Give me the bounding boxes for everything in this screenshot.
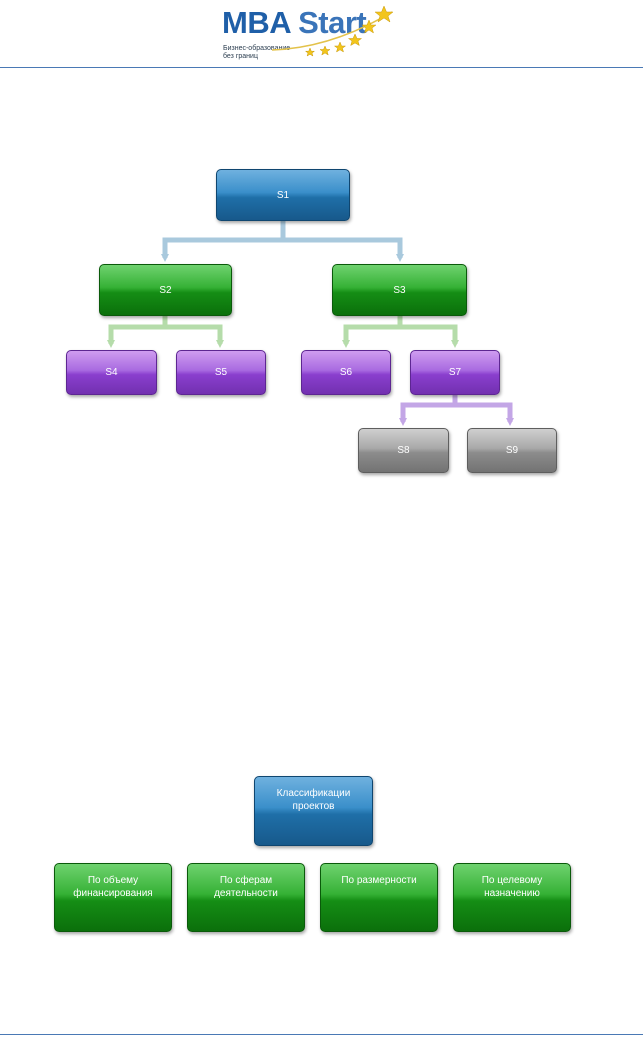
footer-divider	[0, 1034, 643, 1035]
classification-child-node: По сферам деятельности	[187, 863, 305, 932]
connector-s7-s8	[399, 394, 458, 426]
page-header: MBA Start Бизнес-образование без границ	[0, 0, 643, 68]
connector-s1-s3	[283, 237, 404, 262]
connector-s7-s9	[455, 402, 514, 426]
classification-child-node: По целевому назначению	[453, 863, 571, 932]
connector-s2-s5	[165, 324, 224, 348]
node-s8-label: S8	[397, 445, 410, 456]
node-s9: S9	[467, 428, 557, 473]
node-s1-label: S1	[276, 189, 290, 201]
node-s4-label: S4	[105, 367, 118, 378]
mba-start-logo: MBA Start Бизнес-образование без границ	[222, 4, 402, 62]
connector-s2-s4	[107, 315, 168, 348]
classification-root-node: Классификации проектов	[254, 776, 373, 846]
connector-s3-s7	[400, 324, 459, 348]
node-s7-label: S7	[448, 367, 462, 378]
node-s3: S3	[332, 264, 467, 316]
node-s5: S5	[176, 350, 266, 395]
logo-tagline-line-1: Бизнес-образование	[223, 45, 291, 52]
node-s2: S2	[99, 264, 232, 316]
classification-root-label: Классификации проектов	[276, 788, 351, 812]
classification-child-label: По сферам деятельности	[214, 875, 278, 899]
logo-stars-icon	[271, 5, 394, 57]
header-divider	[0, 67, 643, 68]
logo-title-start: Start	[298, 5, 367, 40]
classification-child-node: По объему финансирования	[54, 863, 172, 932]
node-s4: S4	[66, 350, 157, 395]
classification-child-node: По размерности	[320, 863, 438, 932]
logo-title: MBA Start	[222, 5, 367, 40]
logo-tagline: Бизнес-образование без границ	[223, 45, 290, 61]
node-s5-label: S5	[214, 367, 228, 378]
node-s8: S8	[358, 428, 449, 473]
connector-s3-s6	[342, 315, 403, 348]
classification-child-label: По размерности	[341, 875, 417, 886]
node-s9-label: S9	[505, 445, 519, 456]
node-s1: S1	[216, 169, 350, 221]
node-s7: S7	[410, 350, 500, 395]
connector-s1-s2	[161, 220, 286, 262]
node-s3-label: S3	[393, 284, 406, 296]
classification-child-label: По целевому назначению	[481, 875, 543, 899]
node-s6-label: S6	[339, 367, 353, 378]
classification-child-label: По объему финансирования	[73, 875, 153, 899]
logo-title-mba: MBA	[222, 5, 290, 40]
node-s2-label: S2	[159, 284, 172, 296]
logo-tagline-line-2: без границ	[223, 53, 258, 60]
node-s6: S6	[301, 350, 391, 395]
